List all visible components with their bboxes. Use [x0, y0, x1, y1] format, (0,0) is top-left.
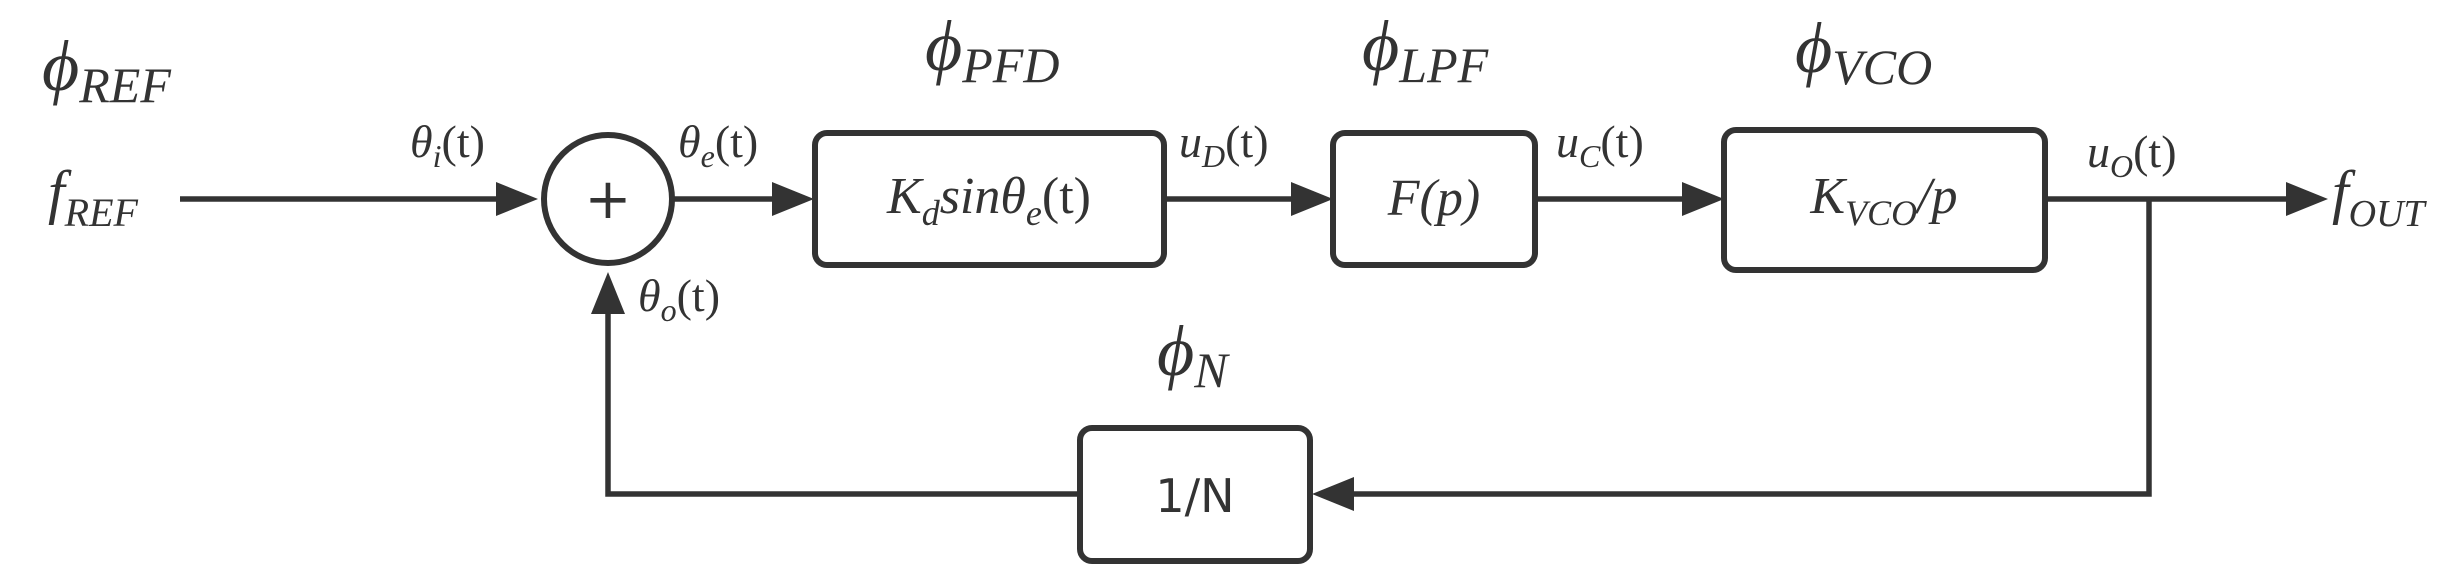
theta-i-label: θi(t) — [410, 116, 485, 174]
wire-feedback-forward — [1335, 199, 2152, 497]
wire-feedback-return — [605, 300, 1080, 497]
u-o-label: uO(t) — [2087, 126, 2177, 184]
block-vco: KVCO/p — [1721, 127, 2048, 273]
arrowhead-input — [496, 182, 538, 216]
phase-ref-label: ϕREF — [42, 26, 171, 113]
arrowhead-feedback-return — [591, 272, 625, 314]
block-divider-label: 1/N — [1155, 469, 1234, 523]
wires — [180, 182, 2328, 511]
arrowhead-feedback — [1312, 477, 1354, 511]
summing-junction: + — [541, 132, 675, 266]
phase-vco-label: ϕVCO — [1795, 8, 1932, 95]
phase-n-label: ϕN — [1157, 311, 1230, 398]
block-vco-label: KVCO/p — [1809, 168, 1957, 233]
arrowhead-ud — [1291, 182, 1333, 216]
theta-e-label: θe(t) — [678, 116, 758, 174]
block-lpf-label: F(p) — [1387, 170, 1480, 227]
block-pfd: Kdsinθe(t) — [812, 130, 1167, 268]
arrowhead-uc — [1682, 182, 1724, 216]
phase-pfd-label: ϕPFD — [925, 6, 1059, 93]
arrowhead-output — [2286, 182, 2328, 216]
arrowhead-error — [772, 182, 814, 216]
output-signal-label: fOUT — [2332, 159, 2428, 235]
u-c-label: uC(t) — [1556, 116, 1644, 174]
u-d-label: uD(t) — [1179, 116, 1269, 174]
block-lpf: F(p) — [1330, 130, 1538, 268]
input-signal-label: fREF — [48, 159, 139, 235]
phase-lpf-label: ϕLPF — [1362, 6, 1489, 93]
block-pfd-label: Kdsinθe(t) — [886, 168, 1091, 233]
summing-junction-symbol: + — [585, 167, 632, 232]
block-divider: 1/N — [1077, 425, 1313, 564]
theta-o-label: θo(t) — [638, 270, 720, 328]
